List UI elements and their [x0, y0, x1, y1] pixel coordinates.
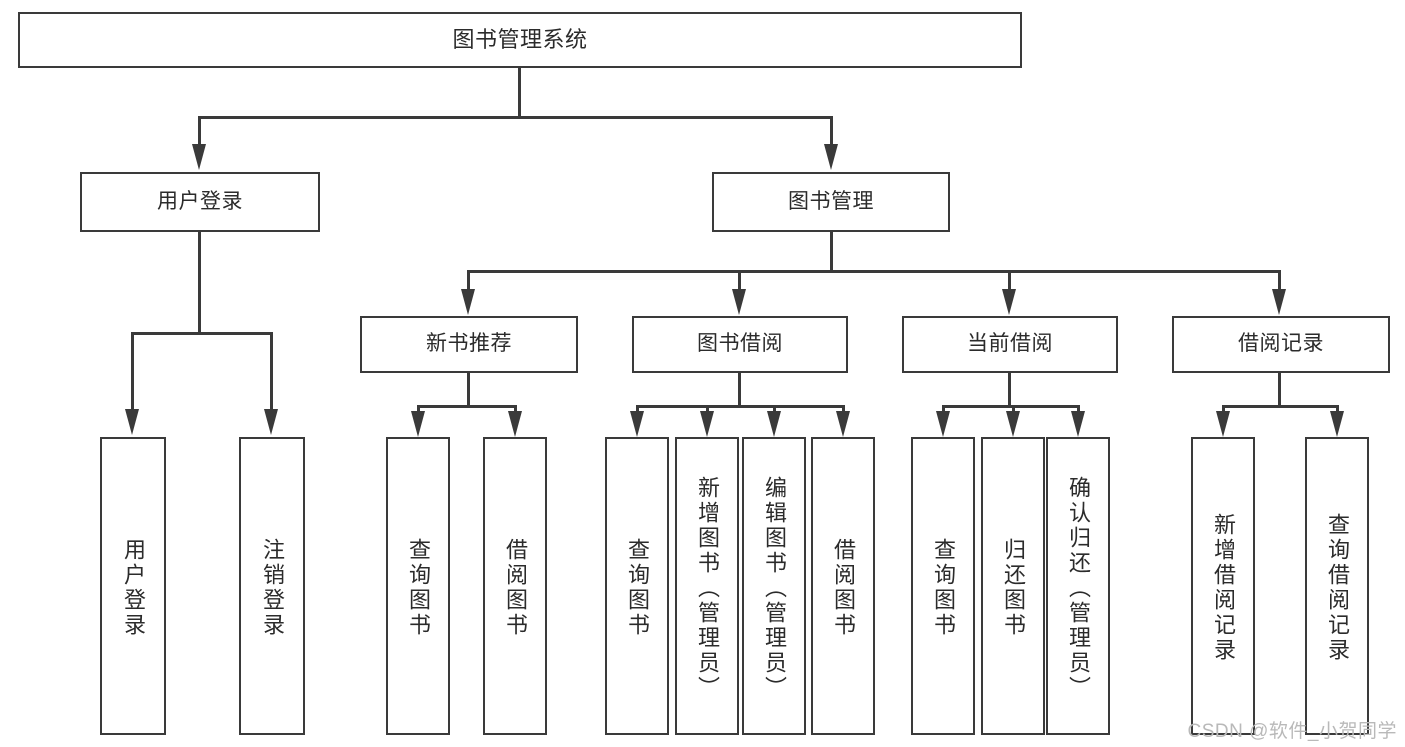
arrowhead-leaf-add-record: [1216, 411, 1230, 437]
node-label: 借阅记录: [1238, 332, 1324, 356]
connector-level3-drop-current-borrow: [1008, 270, 1011, 292]
connector-new-book-bus: [417, 405, 517, 408]
connector-level3-drop-book-borrow: [738, 270, 741, 292]
node-label: 新增图书（管理员）: [695, 475, 720, 701]
arrowhead-book-management: [824, 144, 838, 170]
leaf-borrow-book-recommend[interactable]: 借阅图书: [483, 437, 547, 735]
connector-new-book-drop-2: [514, 405, 517, 415]
connector-level3-drop-new-book: [467, 270, 470, 292]
leaf-add-book-admin[interactable]: 新增图书（管理员）: [675, 437, 739, 735]
arrowhead-leaf-user-login: [125, 409, 139, 435]
node-label: 归还图书: [1001, 538, 1026, 638]
arrowhead-new-book-recommend: [461, 289, 475, 315]
node-borrow-record[interactable]: 借阅记录: [1172, 316, 1390, 373]
arrowhead-leaf-logout: [264, 409, 278, 435]
arrowhead-leaf-add-book: [700, 411, 714, 437]
node-root-book-management-system[interactable]: 图书管理系统: [18, 12, 1022, 68]
node-label: 查询图书: [406, 538, 431, 638]
leaf-borrow-book[interactable]: 借阅图书: [811, 437, 875, 735]
arrowhead-leaf-borrow-book-1: [508, 411, 522, 437]
connector-book-management-stem: [830, 232, 833, 272]
arrowhead-leaf-query-book-3: [936, 411, 950, 437]
connector-current-borrow-bus: [942, 405, 1080, 408]
connector-level2-drop-user-login: [198, 116, 201, 148]
connector-user-login-bus: [131, 332, 273, 335]
arrowhead-leaf-query-record: [1330, 411, 1344, 437]
node-label: 查询图书: [625, 538, 650, 638]
connector-level2-bus: [198, 116, 833, 119]
connector-level3-bus: [467, 270, 1281, 273]
arrowhead-leaf-edit-book: [767, 411, 781, 437]
connector-book-borrow-drop-4: [842, 405, 845, 415]
connector-current-borrow-stem: [1008, 373, 1011, 407]
connector-borrow-record-bus: [1222, 405, 1339, 408]
leaf-logout[interactable]: 注销登录: [239, 437, 305, 735]
connector-user-login-drop-2: [270, 332, 273, 412]
csdn-watermark: CSDN @软件_小贺同学: [1187, 721, 1397, 742]
arrowhead-book-borrow: [732, 289, 746, 315]
connector-book-borrow-drop-3: [773, 405, 776, 415]
arrowhead-borrow-record: [1272, 289, 1286, 315]
arrowhead-leaf-borrow-book-2: [836, 411, 850, 437]
connector-current-borrow-drop-2: [1012, 405, 1015, 415]
connector-current-borrow-drop-1: [942, 405, 945, 415]
connector-current-borrow-drop-3: [1077, 405, 1080, 415]
leaf-confirm-return-admin[interactable]: 确认归还（管理员）: [1046, 437, 1110, 735]
node-label: 编辑图书（管理员）: [762, 475, 787, 701]
node-label: 查询图书: [931, 538, 956, 638]
connector-book-borrow-drop-2: [706, 405, 709, 415]
node-label: 确认归还（管理员）: [1066, 475, 1091, 701]
node-label: 图书管理系统: [452, 27, 588, 53]
arrowhead-leaf-query-book-1: [411, 411, 425, 437]
connector-user-login-stem: [198, 232, 201, 334]
arrowhead-user-login: [192, 144, 206, 170]
node-label: 借阅图书: [831, 538, 856, 638]
leaf-return-book[interactable]: 归还图书: [981, 437, 1045, 735]
node-label: 注销登录: [260, 538, 285, 638]
node-user-login[interactable]: 用户登录: [80, 172, 320, 232]
connector-root-stem: [518, 68, 521, 118]
connector-borrow-record-stem: [1278, 373, 1281, 407]
connector-level3-drop-borrow-record: [1278, 270, 1281, 292]
connector-book-borrow-bus: [636, 405, 844, 408]
node-label: 查询借阅记录: [1325, 513, 1350, 663]
leaf-query-book-current[interactable]: 查询图书: [911, 437, 975, 735]
node-label: 图书借阅: [697, 332, 783, 356]
arrowhead-leaf-return-book: [1006, 411, 1020, 437]
connector-borrow-record-drop-1: [1222, 405, 1225, 415]
connector-new-book-stem: [467, 373, 470, 407]
node-label: 新书推荐: [426, 332, 512, 356]
arrowhead-leaf-query-book-2: [630, 411, 644, 437]
connector-user-login-drop-1: [131, 332, 134, 412]
arrowhead-leaf-confirm-return: [1071, 411, 1085, 437]
node-label: 新增借阅记录: [1211, 513, 1236, 663]
node-label: 当前借阅: [967, 332, 1053, 356]
node-current-borrow[interactable]: 当前借阅: [902, 316, 1118, 373]
connector-new-book-drop-1: [417, 405, 420, 415]
node-book-borrow[interactable]: 图书借阅: [632, 316, 848, 373]
connector-book-borrow-stem: [738, 373, 741, 407]
node-new-book-recommend[interactable]: 新书推荐: [360, 316, 578, 373]
node-book-management[interactable]: 图书管理: [712, 172, 950, 232]
node-label: 用户登录: [157, 189, 243, 213]
arrowhead-current-borrow: [1002, 289, 1016, 315]
node-label: 借阅图书: [503, 538, 528, 638]
node-label: 图书管理: [788, 189, 874, 213]
leaf-query-book-recommend[interactable]: 查询图书: [386, 437, 450, 735]
connector-borrow-record-drop-2: [1336, 405, 1339, 415]
node-label: 用户登录: [121, 538, 146, 638]
leaf-add-borrow-record[interactable]: 新增借阅记录: [1191, 437, 1255, 735]
leaf-user-login[interactable]: 用户登录: [100, 437, 166, 735]
connector-level2-drop-book-management: [830, 116, 833, 148]
leaf-query-borrow-record[interactable]: 查询借阅记录: [1305, 437, 1369, 735]
leaf-query-book-borrow[interactable]: 查询图书: [605, 437, 669, 735]
connector-book-borrow-drop-1: [636, 405, 639, 415]
leaf-edit-book-admin[interactable]: 编辑图书（管理员）: [742, 437, 806, 735]
